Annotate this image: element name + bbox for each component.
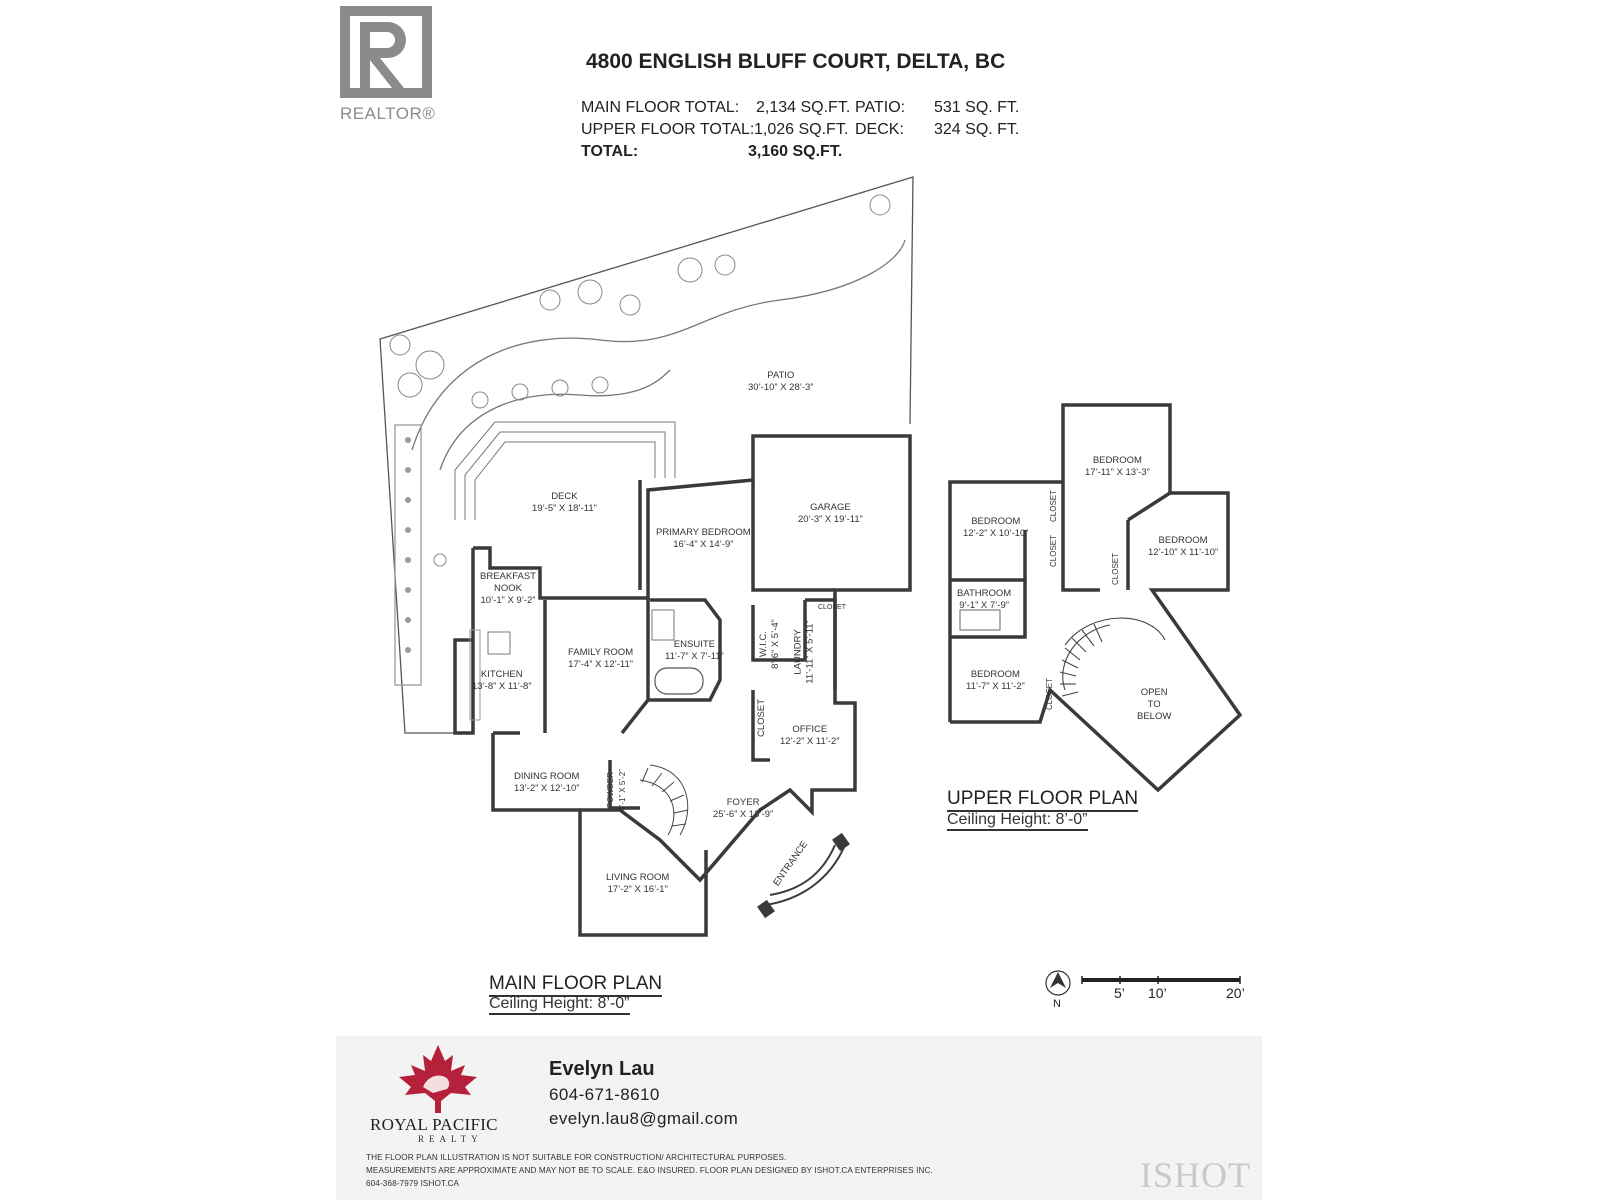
main-floor-total-value: 2,134 SQ.FT. [756, 99, 851, 116]
disclaimer-line-3: 604-368-7979 ISHOT.CA [366, 1179, 460, 1188]
main-floor-ceiling-height: Ceiling Height: 8’-0” [489, 995, 630, 1015]
scale-label-10: 10’ [1148, 985, 1167, 1001]
room-closet-office: CLOSET [756, 698, 768, 738]
main-floor-plan-title: MAIN FLOOR PLAN [489, 973, 663, 997]
room-closet-laundry: CLOSET [818, 604, 847, 611]
deck-value: 324 SQ. FT. [934, 121, 1020, 138]
upper-floor-plan-title: UPPER FLOOR PLAN [947, 788, 1139, 812]
ishot-watermark: ISHOT [1140, 1155, 1251, 1195]
room-upper-closet-4: CLOSET [1045, 677, 1055, 711]
patio-value: 531 SQ. FT. [934, 99, 1020, 116]
upper-floor-ceiling-height: Ceiling Height: 8’-0” [947, 811, 1088, 831]
total-label: TOTAL: [581, 143, 639, 160]
room-upper-closet-3: CLOSET [1111, 552, 1121, 586]
room-upper-closet-1: CLOSET [1049, 489, 1059, 523]
room-upper-closet-2: CLOSET [1049, 534, 1059, 568]
agent-name: Evelyn Lau [549, 1058, 655, 1080]
disclaimer-line-2: MEASUREMENTS ARE APPROXIMATE AND MAY NOT… [366, 1166, 933, 1175]
realtor-logo [340, 6, 432, 98]
patio-label: PATIO: [855, 99, 906, 116]
disclaimer-line-1: THE FLOOR PLAN ILLUSTRATION IS NOT SUITA… [366, 1153, 787, 1162]
deck-label: DECK: [855, 121, 904, 138]
property-address: 4800 ENGLISH BLUFF COURT, DELTA, BC [586, 50, 1006, 73]
upper-floor-total-label: UPPER FLOOR TOTAL: [581, 121, 755, 138]
maple-leaf-logo [399, 1045, 477, 1113]
scale-label-5: 5’ [1114, 985, 1125, 1001]
brokerage-subtitle: REALTY [418, 1134, 483, 1144]
upper-floor-total-value: 1,026 SQ.FT. [754, 121, 849, 138]
agent-footer [336, 1036, 1262, 1200]
main-floor-total-label: MAIN FLOOR TOTAL: [581, 99, 740, 116]
room-wic: W.I.C.8’-6” X 5’-4” [757, 619, 781, 669]
total-value: 3,160 SQ.FT. [748, 143, 843, 160]
scale-label-20: 20’ [1226, 985, 1245, 1001]
north-label: N [1053, 998, 1061, 1010]
agent-email[interactable]: evelyn.lau8@gmail.com [549, 1109, 739, 1128]
brokerage-name: ROYAL PACIFIC [370, 1115, 498, 1134]
agent-phone[interactable]: 604-671-8610 [549, 1085, 660, 1104]
realtor-wordmark: REALTOR® [340, 104, 436, 123]
